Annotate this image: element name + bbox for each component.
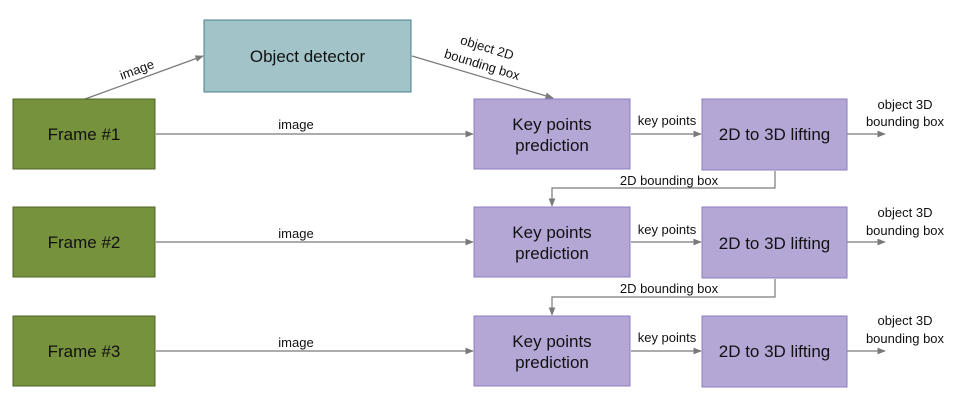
edge-detector-to-kp1 <box>411 55 554 100</box>
frame-3-label: Frame #3 <box>48 342 121 361</box>
kp2-label-line2: prediction <box>515 244 589 263</box>
edge-label-out3-line1: object 3D <box>878 313 933 328</box>
edge-lift1-to-kp2 <box>548 171 776 207</box>
object-detector-label: Object detector <box>250 47 366 66</box>
lifting-1-node: 2D to 3D lifting <box>701 98 848 171</box>
kp1-label-line2: prediction <box>515 136 589 155</box>
lift1-label: 2D to 3D lifting <box>719 125 831 144</box>
edge-label-image-to-detector: image <box>118 56 156 82</box>
lift2-label: 2D to 3D lifting <box>719 234 831 253</box>
edge-label-out1-line1: object 3D <box>878 97 933 112</box>
edge-label-frame3-image: image <box>278 335 313 350</box>
frame-1-label: Frame #1 <box>48 125 121 144</box>
edges <box>84 55 886 355</box>
edge-frame1-to-detector <box>84 55 204 100</box>
edge-lift2-to-kp3 <box>548 279 776 316</box>
edge-label-frame2-image: image <box>278 226 313 241</box>
frame-2-label: Frame #2 <box>48 233 121 252</box>
edge-label-out2-line1: object 3D <box>878 205 933 220</box>
kp3-label-line1: Key points <box>512 332 591 351</box>
key-points-prediction-2-node: Key points prediction <box>473 206 631 278</box>
edge-label-kp2-keypoints: key points <box>638 222 697 237</box>
kp2-label-line1: Key points <box>512 223 591 242</box>
edge-label-out2-line2: bounding box <box>866 223 945 238</box>
frame-3-node: Frame #3 <box>12 315 156 387</box>
lift3-label: 2D to 3D lifting <box>719 342 831 361</box>
kp3-label-line2: prediction <box>515 353 589 372</box>
edge-label-lift1-to-kp2: 2D bounding box <box>620 173 719 188</box>
object-detector-node: Object detector <box>203 19 412 93</box>
key-points-prediction-3-node: Key points prediction <box>473 315 631 387</box>
edge-label-frame1-image: image <box>278 117 313 132</box>
lifting-3-node: 2D to 3D lifting <box>701 315 848 388</box>
edge-label-lift2-to-kp3: 2D bounding box <box>620 281 719 296</box>
edge-label-out1-line2: bounding box <box>866 114 945 129</box>
edge-label-kp3-keypoints: key points <box>638 330 697 345</box>
lifting-2-node: 2D to 3D lifting <box>701 206 848 279</box>
edge-label-kp1-keypoints: key points <box>638 113 697 128</box>
edge-label-out3-line2: bounding box <box>866 331 945 346</box>
key-points-prediction-1-node: Key points prediction <box>473 98 631 170</box>
frame-1-node: Frame #1 <box>12 98 156 170</box>
kp1-label-line1: Key points <box>512 115 591 134</box>
frame-2-node: Frame #2 <box>12 206 156 278</box>
